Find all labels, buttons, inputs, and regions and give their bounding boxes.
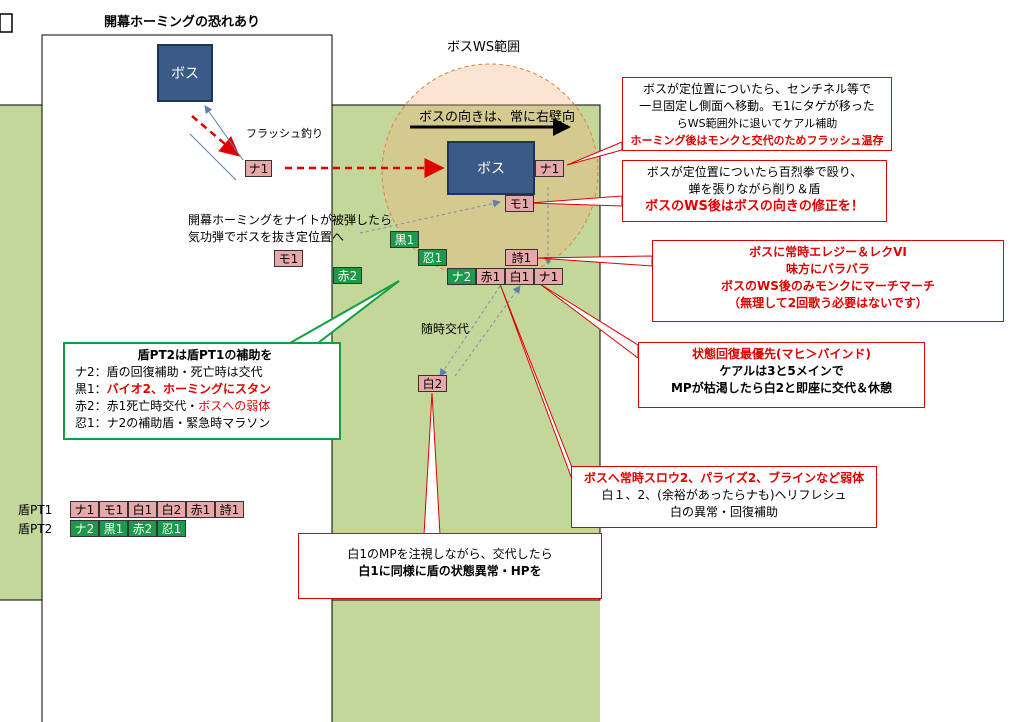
right-floor-zone (332, 105, 600, 722)
party2-label: 盾PT2 (18, 522, 53, 536)
homing-note-line-1: 開幕ホーミングをナイトが被弾したら (188, 213, 393, 227)
flash-arrow (204, 105, 244, 161)
note-shiro2-line-1: 白1のMPを注視しながら、交代したら (347, 547, 553, 561)
unit-shiro2: 白2 (418, 375, 447, 392)
unit-nai1-start: ナ1 (245, 160, 272, 177)
unit-uta1: 詩1 (505, 249, 538, 266)
unit-shiro1: 白1 (505, 268, 534, 285)
right-room-wall (332, 104, 601, 601)
pt1-member: 白1 (128, 501, 157, 518)
note-pt2-nin1: 忍1：ナ2の補助盾・緊急時マラソン (75, 416, 271, 430)
unit-aka1: 赤1 (476, 268, 505, 285)
pt1-member: 赤1 (186, 501, 215, 518)
note-shiro1-line-3: MPが枯渇したら白2と即座に交代＆休憩 (670, 381, 893, 395)
nai1-callout-pointer (566, 141, 623, 166)
flash-pull-label: フラッシュ釣り (246, 127, 323, 140)
note-mo1-line-1: ボスが定位置についたら百烈拳で殴り、 (646, 165, 863, 179)
note-nai1-emphasis: ホーミング後はモンクと交代のためフラッシュ温存 (630, 134, 884, 147)
pt2-callout-pointer (286, 280, 400, 344)
unit-nin1: 忍1 (418, 249, 447, 266)
note-pt2: 盾PT2は盾PT1の補助を ナ2：盾の回復補助・死亡時は交代 黒1：バイオ2、ホ… (63, 342, 341, 440)
corner-marker (0, 13, 13, 33)
pt1-member: ナ1 (70, 501, 99, 518)
note-aka1-emphasis: ボスへ常時スロウ2、パライズ2、ブラインなど弱体 (583, 471, 865, 485)
note-aka1: ボスへ常時スロウ2、パライズ2、ブラインなど弱体 白１、2、(余裕があったらナも… (571, 466, 877, 528)
page-title: 開幕ホーミングの恐れあり (104, 15, 261, 30)
note-mo1: ボスが定位置についたら百烈拳で殴り、 蝉を張りながら削り＆盾 ボスのWS後はボス… (622, 160, 887, 222)
pt2-member: 黒1 (99, 520, 128, 537)
note-nai1-line-1: ボスが定位置についたら、センチネル等で (642, 82, 871, 96)
note-shiro1-emphasis: 状態回復最優先(マヒ＞バインド) (692, 347, 871, 361)
note-shiro2: 白1のMPを注視しながら、交代したら 白1に同様に盾の状態異常・HPを (298, 533, 602, 599)
pt2-member: 赤2 (128, 520, 157, 537)
pt2-member: ナ2 (70, 520, 99, 537)
note-uta1-line-2: 味方にバラバラ (786, 262, 870, 276)
note-shiro1-status: 状態回復最優先(マヒ＞バインド) ケアルは3と5メインで MPが枯渇したら白2と… (638, 342, 925, 408)
uta1-callout-pointer (537, 255, 653, 267)
note-uta1-line-3: ボスのWS後のみモンクにマーチマーチ (721, 279, 935, 293)
shiro2-callout-pointer (423, 392, 441, 536)
note-nai1: ボスが定位置についたら、センチネル等で 一旦固定し側面へ移動。モ1にタゲが移った… (622, 77, 892, 151)
boss-ws-range-label: ボスWS範囲 (447, 40, 521, 55)
note-shiro2-line-2: 白1に同様に盾の状態異常・HPを (358, 564, 542, 578)
note-pt2-aka2: 赤2：赤1死亡時交代・ボスへの弱体 (75, 399, 271, 413)
note-uta1: ボスに常時エレジー＆レクVI 味方にバラバラ ボスのWS後のみモンクにマーチマー… (652, 240, 1004, 322)
note-shiro1-line-2: ケアルは3と5メインで (719, 364, 844, 378)
note-mo1-line-2: 蝉を張りながら削り＆盾 (688, 182, 821, 196)
swap-arrow-up (454, 285, 521, 377)
left-floor-zone (0, 105, 42, 600)
boss-facing-label: ボスの向きは、常に右壁向 (419, 110, 576, 125)
boss-start-position: ボス (157, 44, 213, 102)
unit-nai1-row: ナ1 (534, 268, 563, 285)
note-pt2-kuro1: 黒1：バイオ2、ホーミングにスタン (75, 382, 271, 396)
swap-label: 随時交代 (421, 322, 470, 336)
mo1-callout-pointer (529, 195, 623, 207)
note-nai1-line-3: らWS範囲外に退いてケアル補助 (676, 117, 838, 130)
note-pt2-heading: 盾PT2は盾PT1の補助を (137, 348, 273, 362)
homing-note: 開幕ホーミングをナイトが被弾したら 気功弾でボスを抜き定位置へ (188, 212, 392, 246)
flash-arrow-return (189, 133, 237, 181)
note-uta1-line-1: ボスに常時エレジー＆レクVI (749, 245, 907, 259)
unit-kuro1: 黒1 (390, 231, 419, 248)
aka1-callout-pointer (499, 283, 574, 483)
party1-label: 盾PT1 (18, 503, 53, 517)
pt2-member: 忍1 (157, 520, 186, 537)
pt1-member: モ1 (99, 501, 128, 518)
unit-aka2: 赤2 (333, 267, 362, 284)
note-mo1-emphasis: ボスのWS後はボスの向きの修正を！ (645, 199, 864, 214)
pt1-member: 白2 (157, 501, 186, 518)
note-aka1-line-2: 白１、2、(余裕があったらナも)ヘリフレシュ (601, 488, 847, 502)
note-aka1-line-3: 白の異常・回復補助 (669, 505, 778, 519)
pull-path-arrow-1 (191, 115, 240, 157)
unit-mo1-boss: モ1 (505, 195, 534, 212)
note-pt2-nai2: ナ2：盾の回復補助・死亡時は交代 (75, 365, 263, 379)
shiro1-callout-pointer (539, 283, 639, 360)
unit-nai2: ナ2 (447, 268, 476, 285)
note-uta1-line-4: （無理して2回歌う必要はないです） (728, 296, 928, 310)
swap-arrow-down (439, 285, 501, 377)
unit-mo1-start: モ1 (274, 250, 303, 267)
boss-fixed-position: ボス (447, 141, 535, 195)
unit-nai1-boss: ナ1 (535, 160, 564, 177)
pt1-member: 詩1 (215, 501, 244, 518)
note-nai1-line-2: 一旦固定し側面へ移動。モ1にタゲが移った (639, 99, 875, 113)
homing-note-line-2: 気功弾でボスを抜き定位置へ (188, 230, 345, 244)
